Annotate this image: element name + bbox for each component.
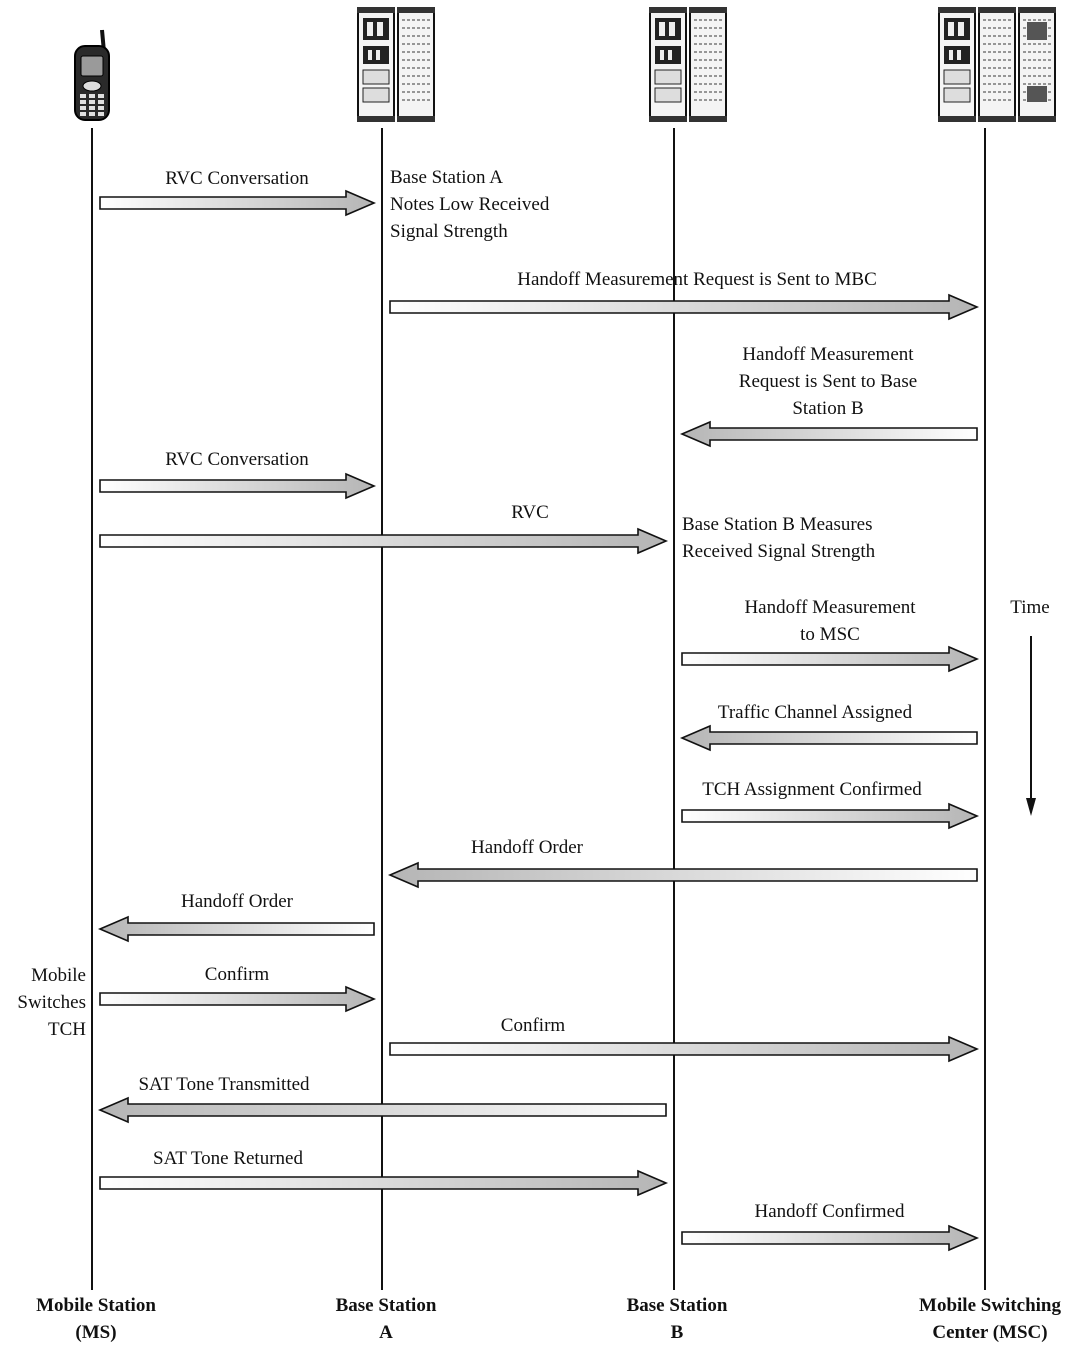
- message-label-7: Traffic Channel Assigned: [718, 699, 912, 726]
- message-label-10: Handoff Order: [181, 888, 293, 915]
- note-base-station-b-line: Received Signal Strength: [682, 538, 875, 565]
- message-label-5: RVC: [511, 499, 549, 526]
- message-label-12-line: Confirm: [501, 1012, 565, 1039]
- message-label-1-line: RVC Conversation: [165, 165, 309, 192]
- message-label-3-line: Station B: [739, 395, 917, 422]
- entity-label-bsa-line: Base Station: [336, 1292, 437, 1319]
- message-label-11-line: Confirm: [205, 961, 269, 988]
- message-label-6-line: Handoff Measurement: [744, 594, 915, 621]
- message-label-8: TCH Assignment Confirmed: [702, 776, 922, 803]
- entity-label-msc-line: Center (MSC): [919, 1319, 1061, 1346]
- entity-label-ms: Mobile Station(MS): [36, 1292, 156, 1346]
- message-arrow-2: [390, 295, 977, 319]
- entity-label-ms-line: Mobile Station: [36, 1292, 156, 1319]
- message-label-12: Confirm: [501, 1012, 565, 1039]
- message-label-2: Handoff Measurement Request is Sent to M…: [517, 266, 877, 293]
- note-base-station-b-line: Base Station B Measures: [682, 511, 875, 538]
- note-base-station-a-line: Base Station A: [390, 164, 549, 191]
- entity-label-ms-line: (MS): [36, 1319, 156, 1346]
- message-label-9: Handoff Order: [471, 834, 583, 861]
- time-arrow: [1026, 636, 1036, 816]
- time-label: Time: [1010, 594, 1049, 621]
- note-mobile-switches-line: Switches: [17, 989, 86, 1016]
- message-label-10-line: Handoff Order: [181, 888, 293, 915]
- message-label-3-line: Handoff Measurement: [739, 341, 917, 368]
- message-label-6-line: to MSC: [744, 621, 915, 648]
- message-arrow-6: [682, 647, 977, 671]
- message-label-1: RVC Conversation: [165, 165, 309, 192]
- message-label-8-line: TCH Assignment Confirmed: [702, 776, 922, 803]
- base-station-rack-icon: [649, 7, 727, 122]
- message-label-7-line: Traffic Channel Assigned: [718, 699, 912, 726]
- entity-label-bsb-line: B: [627, 1319, 728, 1346]
- message-arrow-4: [100, 474, 374, 498]
- message-label-11: Confirm: [205, 961, 269, 988]
- message-arrow-12: [390, 1037, 977, 1061]
- note-base-station-a-line: Notes Low Received: [390, 191, 549, 218]
- message-label-14-line: SAT Tone Returned: [153, 1145, 303, 1172]
- message-arrow-8: [682, 804, 977, 828]
- message-label-14: SAT Tone Returned: [153, 1145, 303, 1172]
- message-arrow-10: [100, 917, 374, 941]
- message-label-15-line: Handoff Confirmed: [754, 1198, 904, 1225]
- message-label-15: Handoff Confirmed: [754, 1198, 904, 1225]
- message-label-4: RVC Conversation: [165, 446, 309, 473]
- message-label-3-line: Request is Sent to Base: [739, 368, 917, 395]
- message-label-5-line: RVC: [511, 499, 549, 526]
- base-station-rack-icon: [357, 7, 435, 122]
- message-label-13: SAT Tone Transmitted: [138, 1071, 309, 1098]
- message-label-4-line: RVC Conversation: [165, 446, 309, 473]
- mobile-phone-icon: [75, 30, 109, 120]
- message-arrow-3: [682, 422, 977, 446]
- switching-center-rack-icon: [938, 7, 1056, 122]
- note-base-station-a-line: Signal Strength: [390, 218, 549, 245]
- message-label-9-line: Handoff Order: [471, 834, 583, 861]
- entity-label-bsb-line: Base Station: [627, 1292, 728, 1319]
- entity-label-msc-line: Mobile Switching: [919, 1292, 1061, 1319]
- message-arrow-1: [100, 191, 374, 215]
- note-mobile-switches-line: TCH: [17, 1016, 86, 1043]
- message-arrow-7: [682, 726, 977, 750]
- message-label-13-line: SAT Tone Transmitted: [138, 1071, 309, 1098]
- note-mobile-switches-line: Mobile: [17, 962, 86, 989]
- entity-label-bsa-line: A: [336, 1319, 437, 1346]
- message-arrow-11: [100, 987, 374, 1011]
- message-label-2-line: Handoff Measurement Request is Sent to M…: [517, 266, 877, 293]
- message-arrow-15: [682, 1226, 977, 1250]
- message-arrow-9: [390, 863, 977, 887]
